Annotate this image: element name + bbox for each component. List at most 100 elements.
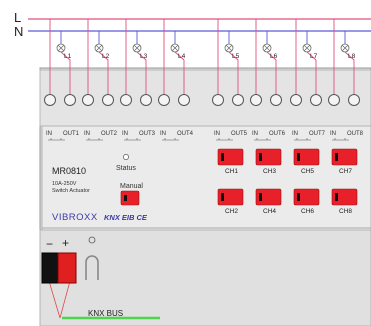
terminal-screw[interactable] — [158, 94, 170, 106]
manual-label: Manual — [120, 183, 143, 190]
terminal-screw[interactable] — [102, 94, 114, 106]
terminal-screw[interactable] — [120, 94, 132, 106]
terminal-in-label: IN — [330, 131, 336, 137]
channel-label: CH8 — [339, 208, 352, 215]
terminal-out-label: OUT7 — [309, 131, 326, 137]
channel-button-mark — [335, 193, 338, 201]
terminal-in-label: IN — [84, 131, 90, 137]
channel-button[interactable] — [293, 148, 320, 166]
terminal-in-label: IN — [122, 131, 128, 137]
lamp-label: L7 — [310, 53, 318, 60]
lamp-output-wire — [266, 51, 277, 94]
lamp-output-wire — [60, 51, 71, 94]
terminal-out-label: OUT6 — [269, 131, 286, 137]
channel-label: CH5 — [301, 168, 314, 175]
terminal-out-label: OUT8 — [347, 131, 364, 137]
lamp-cross — [133, 44, 141, 52]
lamp-cross — [263, 44, 271, 52]
certification-marks: KNX EIB CE — [104, 213, 147, 222]
terminal-screw[interactable] — [232, 94, 244, 106]
knx-bus-label: KNX BUS — [88, 309, 124, 318]
channel-label: CH7 — [339, 168, 352, 175]
terminal-screw[interactable] — [140, 94, 152, 106]
lamp-label: L4 — [178, 53, 186, 60]
terminal-screw[interactable] — [212, 94, 224, 106]
status-led — [123, 154, 129, 160]
bus-terminal-plus[interactable] — [57, 252, 77, 284]
channel-button[interactable] — [331, 148, 358, 166]
terminal-in-label: IN — [160, 131, 166, 137]
lamp-cross — [171, 44, 179, 52]
bus-terminal-area — [39, 229, 371, 326]
model-label: MR0810 — [52, 166, 87, 176]
terminal-out-label: OUT1 — [63, 131, 80, 137]
lamp-cross — [341, 44, 349, 52]
lamp-cross — [57, 44, 65, 52]
terminal-out-label: OUT4 — [177, 131, 194, 137]
channel-button-mark — [335, 153, 338, 161]
lamp-cross — [225, 44, 233, 52]
channel-button[interactable] — [331, 188, 358, 206]
terminal-screw[interactable] — [348, 94, 360, 106]
terminal-out-label: OUT5 — [231, 131, 248, 137]
contact-symbol — [48, 138, 65, 141]
channel-button[interactable] — [255, 148, 282, 166]
lamp-label: L2 — [102, 53, 110, 60]
contact-symbol — [332, 138, 349, 141]
lamp-output-wire — [98, 51, 109, 94]
channel-label: CH3 — [263, 168, 276, 175]
live-label: L — [14, 10, 21, 25]
terminal-screw[interactable] — [270, 94, 282, 106]
channel-label: CH4 — [263, 208, 276, 215]
terminal-in-label: IN — [292, 131, 298, 137]
channel-label: CH1 — [225, 168, 238, 175]
channel-button-mark — [259, 193, 262, 201]
contact-symbol — [162, 138, 179, 141]
bus-wire-right — [59, 280, 71, 319]
spec-voltage: 10A-250V — [52, 181, 77, 187]
terminal-out-label: OUT2 — [101, 131, 118, 137]
terminal-screw[interactable] — [310, 94, 322, 106]
bus-wire-left — [48, 280, 61, 319]
terminal-screw[interactable] — [178, 94, 190, 106]
terminal-screw[interactable] — [44, 94, 56, 106]
bus-terminal-minus[interactable] — [41, 252, 59, 284]
lamp-cross — [95, 44, 103, 52]
channel-button-mark — [221, 193, 224, 201]
channel-label: CH6 — [301, 208, 314, 215]
terminal-screw[interactable] — [64, 94, 76, 106]
lamp-label: L3 — [140, 53, 148, 60]
channel-button[interactable] — [217, 188, 244, 206]
lamp-label: L1 — [64, 53, 72, 60]
channel-label: CH2 — [225, 208, 238, 215]
contact-symbol — [294, 138, 311, 141]
lamp-label: L8 — [348, 53, 356, 60]
terminal-screw[interactable] — [328, 94, 340, 106]
contact-symbol — [216, 138, 233, 141]
terminal-out-label: OUT3 — [139, 131, 156, 137]
bus-plus-label: + — [62, 236, 70, 250]
terminal-screw[interactable] — [250, 94, 262, 106]
terminal-in-label: IN — [46, 131, 52, 137]
neutral-label: N — [14, 24, 23, 39]
lamp-output-wire — [174, 51, 185, 94]
channel-button[interactable] — [217, 148, 244, 166]
terminal-screw[interactable] — [290, 94, 302, 106]
lamp-output-wire — [344, 51, 355, 94]
contact-symbol — [86, 138, 103, 141]
status-label: Status — [116, 165, 136, 172]
terminal-screw[interactable] — [82, 94, 94, 106]
channel-button-mark — [297, 153, 300, 161]
terminal-in-label: IN — [214, 131, 220, 137]
contact-symbol — [254, 138, 271, 141]
programming-button[interactable] — [85, 255, 99, 280]
lamp-output-wire — [306, 51, 317, 94]
brand-logo: VIBROXX — [52, 212, 98, 223]
channel-button[interactable] — [255, 188, 282, 206]
lamp-output-wire — [136, 51, 147, 94]
channel-button[interactable] — [293, 188, 320, 206]
manual-button[interactable] — [120, 190, 140, 206]
programming-led — [88, 236, 96, 244]
